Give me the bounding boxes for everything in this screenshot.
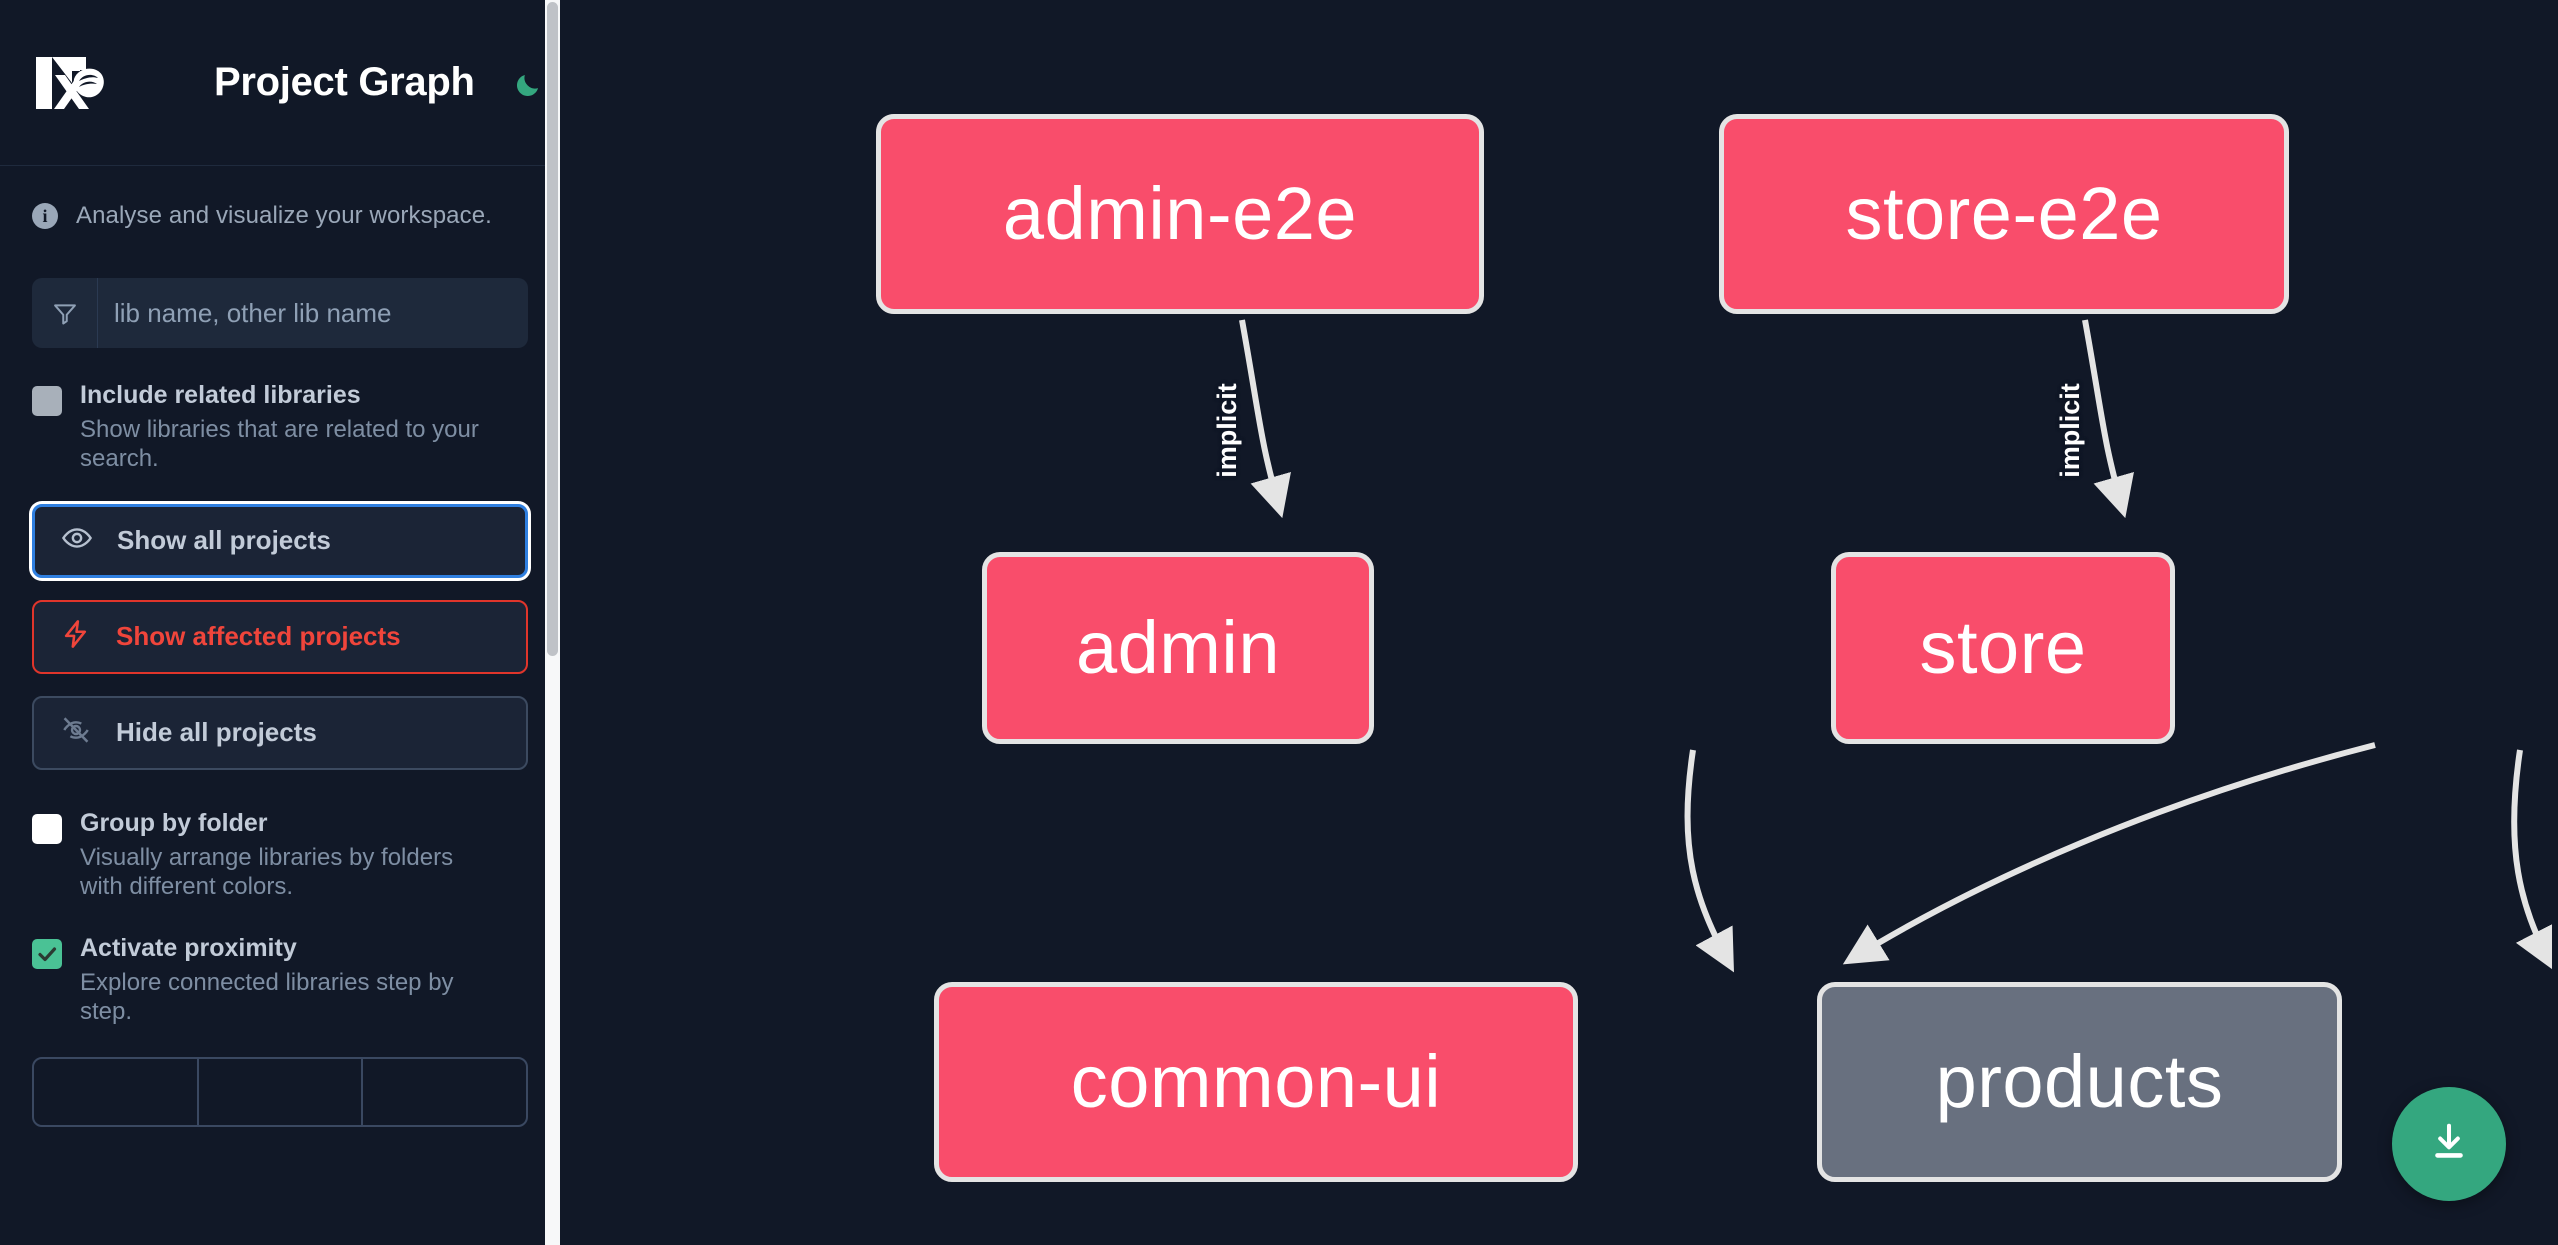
checkbox-label: Include related libraries xyxy=(80,381,361,409)
graph-node-admin[interactable]: admin xyxy=(982,552,1374,744)
sidebar: Project Graph i Analyse and visualize yo… xyxy=(0,0,560,1245)
workspace-info-text: Analyse and visualize your workspace. xyxy=(76,202,492,229)
graph-node-admin-e2e[interactable]: admin-e2e xyxy=(876,114,1484,314)
graph-node-label: store xyxy=(1919,606,2087,689)
checkbox-group-by-folder[interactable]: Group by folder Visually arrange librari… xyxy=(32,808,528,902)
bolt-icon xyxy=(60,618,92,655)
checkbox-label: Activate proximity xyxy=(80,934,297,963)
moon-icon[interactable] xyxy=(509,62,551,104)
hide-all-projects-button[interactable]: Hide all projects xyxy=(32,695,528,770)
edge-store-e2e-to-store xyxy=(2082,319,2134,519)
graph-node-label: common-ui xyxy=(1070,1040,1442,1123)
search-input[interactable] xyxy=(98,278,528,348)
project-visibility-buttons: Show all projects Show affected projects xyxy=(32,503,528,770)
checkbox-box[interactable] xyxy=(32,386,62,416)
graph-node-label: store-e2e xyxy=(1845,172,2163,255)
download-button[interactable] xyxy=(2392,1087,2506,1201)
checkbox-box[interactable] xyxy=(32,813,62,844)
show-affected-projects-button[interactable]: Show affected projects xyxy=(32,599,528,674)
checkbox-description: Visually arrange libraries by folders wi… xyxy=(80,843,454,900)
show-all-projects-label: Show all projects xyxy=(117,525,331,556)
download-icon xyxy=(2426,1119,2472,1170)
edge-label-implicit-admin: implicit xyxy=(1211,383,1242,478)
sidebar-header: Project Graph xyxy=(0,0,560,166)
checkbox-text-group: Include related libraries Show libraries… xyxy=(80,382,500,474)
funnel-icon xyxy=(32,278,98,348)
info-circle-icon: i xyxy=(32,203,58,229)
graph-edges xyxy=(1239,319,2552,973)
workspace-info: i Analyse and visualize your workspace. xyxy=(32,166,528,230)
segment-3[interactable] xyxy=(363,1059,526,1125)
edge-store-to-products xyxy=(2511,749,2552,971)
graph-node-store[interactable]: store xyxy=(1831,552,2175,744)
graph-node-products[interactable]: products xyxy=(1817,982,2342,1182)
checkbox-description: Explore connected libraries step by step… xyxy=(80,969,454,1026)
segmented-control-partial[interactable] xyxy=(32,1056,528,1127)
page-title: Project Graph xyxy=(214,60,475,104)
edge-store-to-common-ui xyxy=(1842,742,2376,965)
graph-canvas[interactable]: admin-e2e store-e2e admin store common-u… xyxy=(560,0,2558,1245)
filter-bar[interactable] xyxy=(32,278,528,348)
checkbox-text-group: Activate proximity Explore connected lib… xyxy=(80,935,500,1027)
edge-label-implicit-store: implicit xyxy=(2054,383,2085,478)
graph-node-label: admin xyxy=(1075,606,1281,689)
eye-icon xyxy=(61,522,93,559)
show-affected-projects-label: Show affected projects xyxy=(116,621,401,652)
segment-2[interactable] xyxy=(199,1058,364,1125)
checkbox-text-group: Group by folder Visually arrange librari… xyxy=(80,808,500,902)
graph-node-label: admin-e2e xyxy=(1002,172,1358,255)
checkbox-include-related-libraries[interactable]: Include related libraries Show libraries… xyxy=(32,382,528,474)
hide-all-projects-label: Hide all projects xyxy=(116,717,317,748)
edge-admin-e2e-to-admin xyxy=(1239,319,1291,519)
sidebar-scrollbar-thumb[interactable] xyxy=(547,2,558,656)
graph-node-label: products xyxy=(1935,1040,2224,1123)
graph-node-common-ui[interactable]: common-ui xyxy=(934,982,1578,1182)
sidebar-scrollbar[interactable] xyxy=(545,0,560,1245)
sidebar-body: i Analyse and visualize your workspace. … xyxy=(0,166,560,1127)
eye-off-icon xyxy=(60,714,92,751)
checkbox-description: Show libraries that are related to your … xyxy=(80,416,479,473)
show-all-projects-button[interactable]: Show all projects xyxy=(32,503,528,578)
checkbox-activate-proximity[interactable]: Activate proximity Explore connected lib… xyxy=(32,935,528,1027)
nx-logo-icon xyxy=(32,53,124,113)
checkbox-label: Group by folder xyxy=(80,808,268,837)
graph-node-store-e2e[interactable]: store-e2e xyxy=(1719,114,2289,314)
edge-admin-to-common-ui xyxy=(1684,749,1734,973)
segment-1[interactable] xyxy=(34,1058,199,1125)
checkbox-box[interactable] xyxy=(32,939,62,970)
